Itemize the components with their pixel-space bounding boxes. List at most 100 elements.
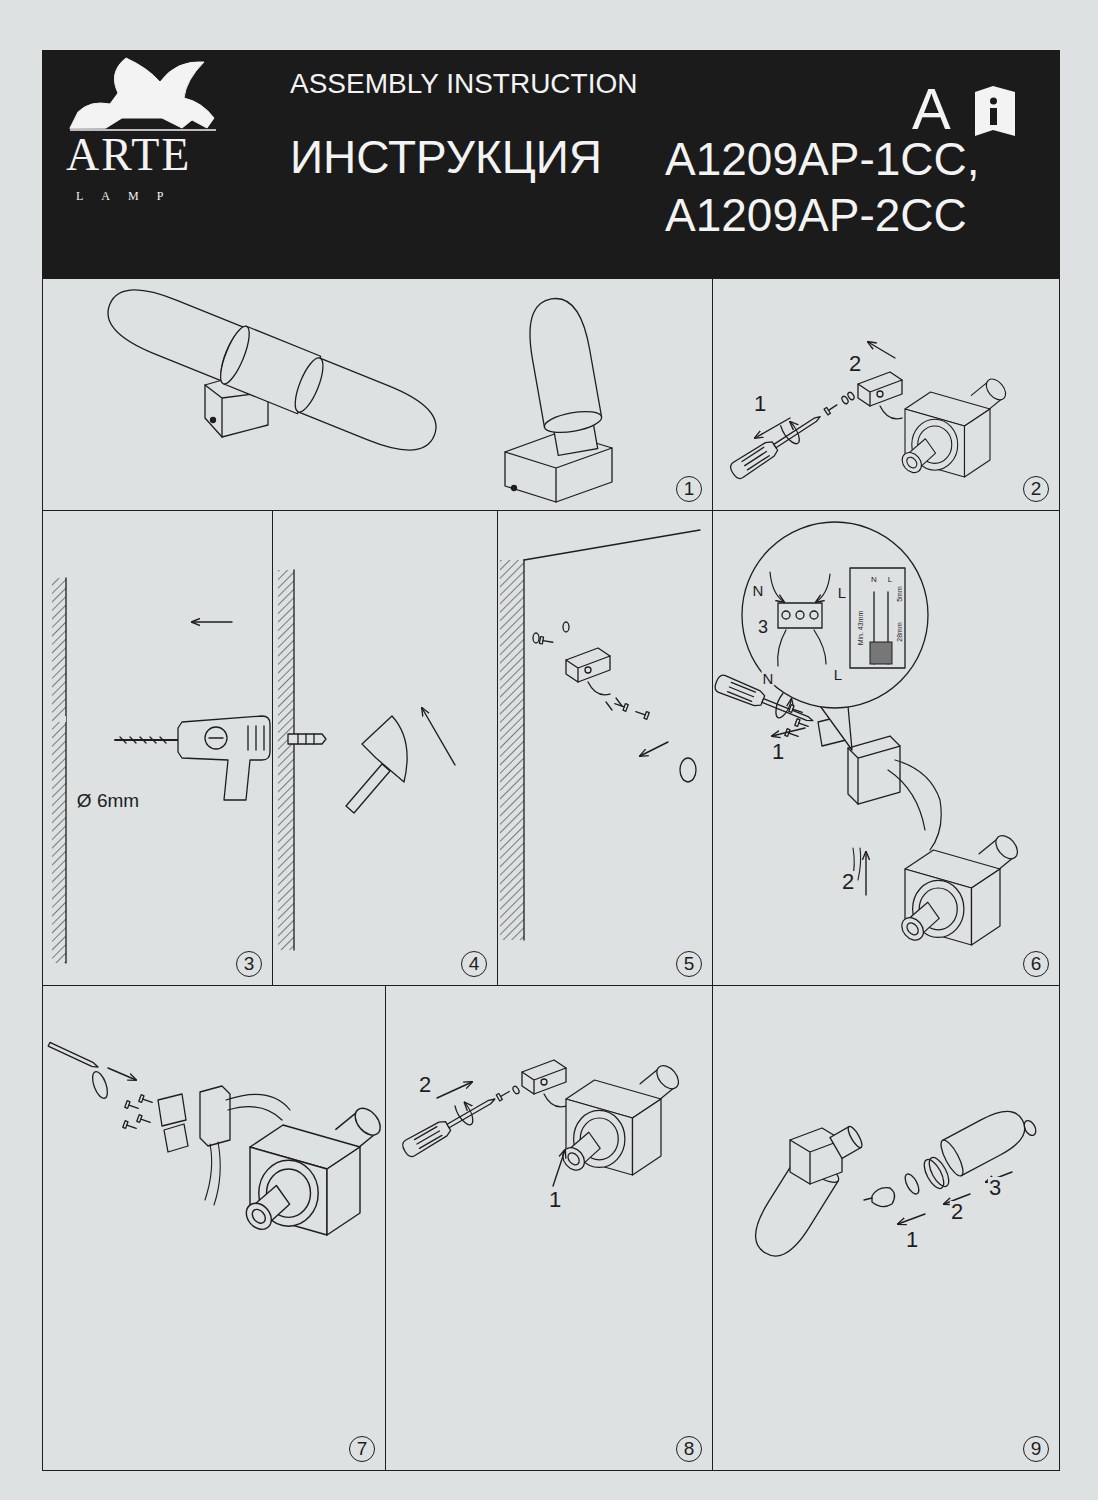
wall-section xyxy=(52,578,66,963)
direction-arrow xyxy=(108,1068,136,1080)
step-panel: 3 xyxy=(42,510,273,986)
figure-group xyxy=(48,1042,99,1068)
step-number: 5 xyxy=(676,951,702,977)
wall-plug xyxy=(288,734,326,744)
shade-rim xyxy=(543,408,603,436)
shade-rim xyxy=(290,355,329,416)
dimension-label: 28mm xyxy=(896,621,903,642)
tube-end xyxy=(992,831,1022,862)
direction-arrow xyxy=(640,742,668,756)
wall-face xyxy=(523,560,524,940)
wall-plug-small xyxy=(606,698,622,710)
set-screw xyxy=(211,418,216,423)
callout-number: N xyxy=(752,583,765,598)
callout-number: N xyxy=(762,671,775,686)
plug-rib xyxy=(298,734,314,744)
figure-group xyxy=(523,294,603,436)
callout-number: 2 xyxy=(841,871,855,893)
screw xyxy=(139,1095,154,1106)
bit-flute xyxy=(120,737,166,743)
bracket-hole xyxy=(877,391,883,397)
screw xyxy=(137,1115,152,1126)
wall-face xyxy=(65,578,66,963)
callout-number: 2 xyxy=(848,353,862,375)
direction-arrow xyxy=(755,418,790,438)
bracket-edge xyxy=(858,380,902,406)
mounting-bracket xyxy=(858,372,902,406)
direction-arrow xyxy=(865,852,866,895)
figure-group xyxy=(241,1104,385,1235)
earth-wire xyxy=(588,682,610,695)
direction-arrow xyxy=(772,728,805,736)
step-panel: 4 xyxy=(272,510,498,986)
wire xyxy=(816,574,830,602)
figure-group xyxy=(898,375,1009,477)
shade-rim xyxy=(937,1137,967,1178)
gasket xyxy=(164,1124,188,1152)
direction-arrow xyxy=(898,1214,925,1224)
earth-wire xyxy=(880,406,902,419)
dimension-label: 5mm xyxy=(896,585,903,603)
callout-number: 2 xyxy=(950,1201,964,1223)
wall-section xyxy=(278,570,294,950)
housing-side xyxy=(972,869,1001,945)
base-edge xyxy=(790,1140,842,1184)
terminal-block xyxy=(778,603,822,628)
tube-end xyxy=(241,1198,276,1234)
step-number: 8 xyxy=(676,1436,702,1462)
insulation xyxy=(870,642,892,664)
screw-shank xyxy=(636,712,645,715)
wire xyxy=(814,630,826,664)
screw-shank xyxy=(793,709,802,712)
manual-icon xyxy=(975,86,1015,136)
brand-sub: LAMP xyxy=(76,190,181,202)
ceiling-edge xyxy=(524,530,700,560)
right-shade xyxy=(290,355,446,463)
step-panel: 1 xyxy=(42,278,713,511)
handle-grip xyxy=(742,447,769,470)
bracket-hole xyxy=(541,1079,547,1085)
callout-number: 1 xyxy=(771,741,785,763)
mains-wire xyxy=(205,1142,220,1205)
bracket-edge xyxy=(566,656,610,682)
figure-group xyxy=(725,405,825,482)
glass-shade xyxy=(523,294,602,427)
terminal-screw xyxy=(796,611,804,619)
screw-shank xyxy=(543,641,553,643)
step-number: 1 xyxy=(676,476,702,502)
wall-face xyxy=(293,570,294,950)
screwdriver-handle xyxy=(713,673,766,708)
screwdriver-handle xyxy=(728,438,780,480)
wire xyxy=(770,572,784,602)
cover-plate xyxy=(158,1094,186,1126)
drill-switch xyxy=(205,727,227,749)
dimension-label: N xyxy=(870,576,878,584)
brand-name: ARTE xyxy=(66,132,191,178)
screw-shank xyxy=(143,1099,152,1102)
tube-end xyxy=(350,1104,385,1140)
step-number: 3 xyxy=(236,951,262,977)
set-screw xyxy=(512,486,517,491)
griffin-logo xyxy=(70,58,214,128)
figure-group xyxy=(830,1125,864,1159)
tube-end xyxy=(558,1143,588,1174)
lock-ring xyxy=(680,758,696,782)
bracket-hole xyxy=(585,667,591,673)
bracket-edge xyxy=(522,1068,566,1094)
figure-group xyxy=(398,1087,500,1160)
sealing-ring xyxy=(902,1172,921,1196)
step-panel: 9 xyxy=(712,985,1060,1471)
screw-shank xyxy=(127,1125,136,1128)
screw xyxy=(123,1121,138,1132)
book-shape xyxy=(975,86,1015,136)
handle-grip xyxy=(414,1127,442,1149)
earth-wire xyxy=(544,1094,566,1107)
screw xyxy=(125,1101,140,1112)
strip-detail xyxy=(850,568,905,668)
screw-shank xyxy=(141,1119,150,1122)
callout-number: 3 xyxy=(757,618,769,636)
callout-number: 1 xyxy=(548,1189,562,1211)
supply-wire xyxy=(888,770,925,830)
model-number: A1209AP-1CC, A1209AP-2CC xyxy=(665,131,1005,243)
screw-shank xyxy=(829,405,837,410)
